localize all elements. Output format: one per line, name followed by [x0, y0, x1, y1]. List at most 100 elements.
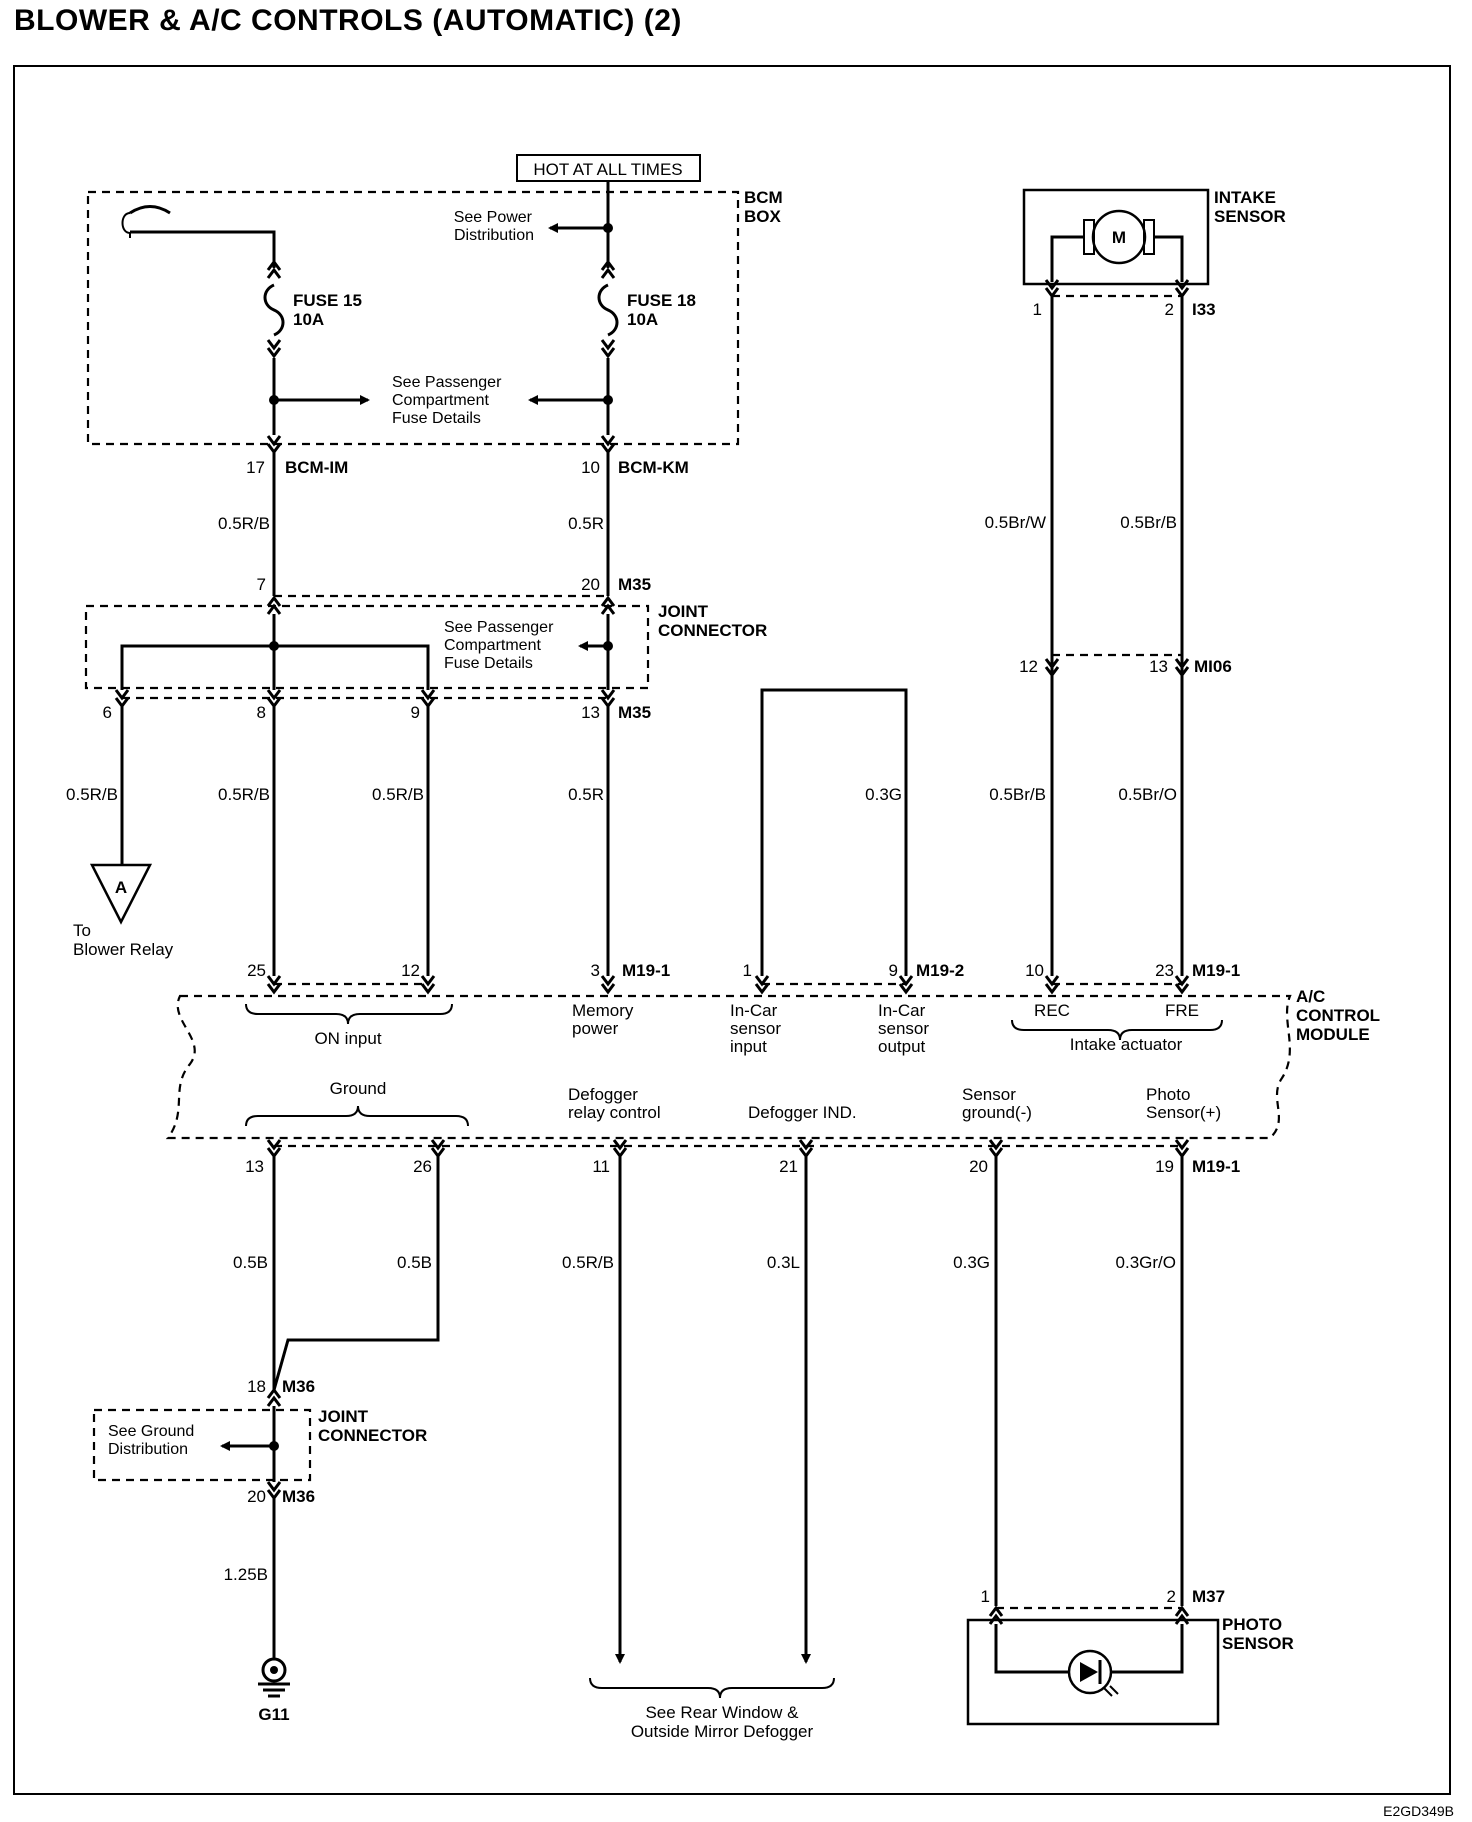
pin-2-m37: 2 [1167, 1587, 1176, 1606]
connector-m35: M35 [618, 575, 651, 594]
connector-bcm-km: BCM-KM [618, 458, 689, 477]
pin-1: 1 [743, 961, 752, 980]
pin-25: 25 [247, 961, 266, 980]
joint-connector-m36: 18 M36 JOINT CONNECTOR See Ground Distri… [92, 1377, 427, 1506]
pin-6: 6 [103, 703, 112, 722]
offpage-ref-symbol: A [115, 878, 127, 897]
pin-20-m36: 20 [247, 1487, 266, 1506]
wire-label-pin6: 0.5R/B [66, 785, 118, 804]
hot-at-all-times-box: HOT AT ALL TIMES [516, 154, 701, 182]
fuse15-label: FUSE 15 [293, 291, 362, 310]
see-ground-distribution: See Ground [108, 1423, 194, 1440]
ground-g11-label: G11 [258, 1705, 289, 1724]
pin-20: 20 [581, 575, 600, 594]
defogger-relay-label: Defogger [568, 1085, 638, 1104]
photo-sensor: 1 2 M37 PHOTO SENSOR [966, 1587, 1294, 1726]
pin-23: 23 [1155, 961, 1174, 980]
defogger-reference-2: Outside Mirror Defogger [631, 1722, 814, 1741]
wire-label-sensor-gnd: 0.3G [953, 1253, 990, 1272]
wire-label-pin13: 0.5R [568, 785, 604, 804]
intake-sensor-label-2: SENSOR [1214, 207, 1286, 226]
connector-i33: I33 [1192, 300, 1216, 319]
pin-10: 10 [581, 458, 600, 477]
connector-m36: M36 [282, 1377, 315, 1396]
memory-power-label: Memory [572, 1001, 634, 1020]
pin-19: 19 [1155, 1157, 1174, 1176]
connector-bcm-im: BCM-IM [285, 458, 348, 477]
fre-label: FRE [1165, 1001, 1199, 1020]
connector-m35-bottom: M35 [618, 703, 651, 722]
intake-actuator-label: Intake actuator [1070, 1035, 1183, 1054]
fuse15-connector-icon [266, 259, 282, 279]
connector-mi06-label: MI06 [1194, 657, 1232, 676]
pin-18: 18 [247, 1377, 266, 1396]
wire-label-0-5r: 0.5R [568, 514, 604, 533]
wire-label-0-5r-b: 0.5R/B [218, 514, 270, 533]
wire-label-ground-main: 1.25B [224, 1565, 268, 1584]
joint-connector-label: JOINT [658, 602, 709, 621]
blower-relay-ref-2: Blower Relay [73, 940, 174, 959]
pin-21: 21 [779, 1157, 798, 1176]
see-ground-distribution-2: Distribution [108, 1441, 188, 1458]
pin-8: 8 [257, 703, 266, 722]
photo-sensor-title-2: SENSOR [1222, 1634, 1294, 1653]
fuse18-rating: 10A [627, 310, 658, 329]
blower-relay-reference: A To Blower Relay [73, 863, 174, 959]
photo-sensor-label-2: Sensor(+) [1146, 1103, 1221, 1122]
figure-code: E2GD349B [1383, 1803, 1454, 1819]
joint-connector-m35: 7 20 M35 JOINT CONNECTOR See Passenger C… [84, 575, 767, 722]
wire-label-pin8: 0.5R/B [218, 785, 270, 804]
motor-symbol: M [1112, 228, 1126, 247]
pin-7: 7 [257, 575, 266, 594]
pin-1-i33: 1 [1033, 300, 1042, 319]
connector-m19-2: M19-2 [916, 961, 964, 980]
connector-m19-1-bottom: M19-1 [1192, 1157, 1240, 1176]
photo-sensor-label: Photo [1146, 1085, 1190, 1104]
see-passenger-fuse: See Passenger [392, 374, 502, 391]
defogger-ind-label: Defogger IND. [748, 1103, 857, 1122]
sensor-ground-label: Sensor [962, 1085, 1016, 1104]
pin-10-m19-1: 10 [1025, 961, 1044, 980]
pin-2-i33: 2 [1165, 300, 1174, 319]
intake-sensor-label: INTAKE [1214, 188, 1276, 207]
connector-m37: M37 [1192, 1587, 1225, 1606]
motor-icon: M [1083, 209, 1155, 265]
ground-eyelet-icon [261, 1657, 287, 1683]
incar-sensor-input-label-2: sensor [730, 1019, 781, 1038]
incar-sensor-output-label: In-Car [878, 1001, 926, 1020]
connector-m19-1: M19-1 [622, 961, 670, 980]
ac-module-label-2: CONTROL [1296, 1006, 1380, 1025]
pin-12: 12 [401, 961, 420, 980]
ac-module-label: A/C [1296, 987, 1325, 1006]
pin-11: 11 [592, 1157, 610, 1176]
joint-connector-m36-label: JOINT [318, 1407, 369, 1426]
hot-at-all-times-label: HOT AT ALL TIMES [533, 160, 682, 179]
fuse18-label: FUSE 18 [627, 291, 696, 310]
ac-module-label-3: MODULE [1296, 1025, 1370, 1044]
see-passenger-fuse-2: Compartment [392, 392, 489, 409]
page-title: BLOWER & A/C CONTROLS (AUTOMATIC) (2) [14, 4, 682, 37]
wire-label-mi06-12: 0.5Br/B [989, 785, 1046, 804]
joint-connector-label-2: CONNECTOR [658, 621, 767, 640]
diagram-frame [13, 65, 1451, 1795]
on-input-label: ON input [314, 1029, 381, 1048]
incar-sensor-input-label: In-Car [730, 1001, 778, 1020]
pin-13-mi06: 13 [1149, 657, 1168, 676]
ground-g11: G11 [258, 1657, 290, 1724]
pin-3: 3 [591, 961, 600, 980]
wire-label-def-ind: 0.3L [767, 1253, 800, 1272]
bcm-box-label: BCM [744, 188, 783, 207]
pin-9: 9 [411, 703, 420, 722]
defogger-relay-label-2: relay control [568, 1103, 661, 1122]
pin-13: 13 [581, 703, 600, 722]
pin-13-bottom: 13 [245, 1157, 264, 1176]
ac-control-module: A/C CONTROL MODULE 25 12 3 M19-1 1 9 M19… [165, 961, 1380, 1176]
ground-symbol-icon [258, 1682, 290, 1698]
bcm-box: BCM BOX FUSE 15 10A See Power Distributi… [86, 181, 783, 477]
sensor-ground-label-2: ground(-) [962, 1103, 1032, 1122]
wire-label-mi06-13: 0.5Br/O [1118, 785, 1177, 804]
wire-label-incar: 0.3G [865, 785, 902, 804]
wire-label-photo: 0.3Gr/O [1116, 1253, 1176, 1272]
photo-sensor-title: PHOTO [1222, 1615, 1282, 1634]
